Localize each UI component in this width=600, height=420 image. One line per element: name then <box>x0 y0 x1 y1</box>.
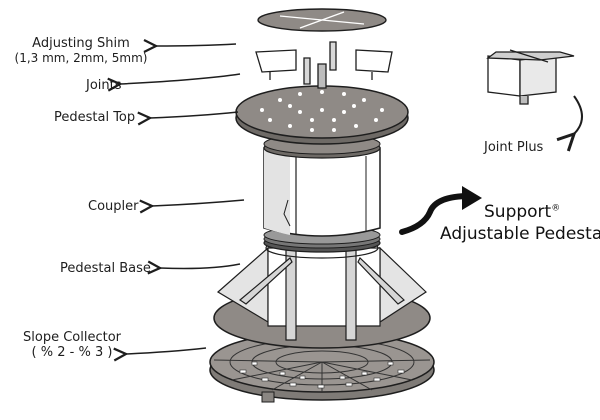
brand-name: Support® <box>484 202 560 222</box>
pedestal-base-part <box>213 225 431 349</box>
coupler-part <box>263 133 381 237</box>
pedestal-top-label: Pedestal Top <box>54 110 136 125</box>
joint-plus-part <box>486 49 583 134</box>
slope-collector-label: Slope Collector ( % 2 - % 3 ) <box>8 330 136 360</box>
slope-collector-title: Slope Collector <box>23 330 121 345</box>
leader-arrows <box>120 44 245 354</box>
adjusting-shim-label: Adjusting Shim (1,3 mm, 2mm, 5mm) <box>6 36 156 65</box>
adjusting-shim-part <box>257 8 387 32</box>
pedestal-base-label: Pedestal Base <box>60 261 151 276</box>
brand-subtitle: Adjustable Pedestal <box>440 224 600 244</box>
slope-collector-part <box>209 331 435 403</box>
joint-plus-label: Joint Plus <box>484 140 544 155</box>
adjusting-shim-title: Adjusting Shim <box>32 36 130 51</box>
brand-support-text: Support <box>484 202 552 222</box>
support-arrow <box>399 186 482 235</box>
slope-range-text: ( % 2 - % 3 ) <box>31 345 113 360</box>
registered-mark: ® <box>551 203 561 214</box>
pedestal-top-part <box>235 85 409 145</box>
coupler-label: Coupler <box>88 199 139 214</box>
joints-label: Joints <box>86 78 122 93</box>
joints-part <box>255 41 393 89</box>
shim-sizes-text: (1,3 mm, 2mm, 5mm) <box>14 51 148 65</box>
